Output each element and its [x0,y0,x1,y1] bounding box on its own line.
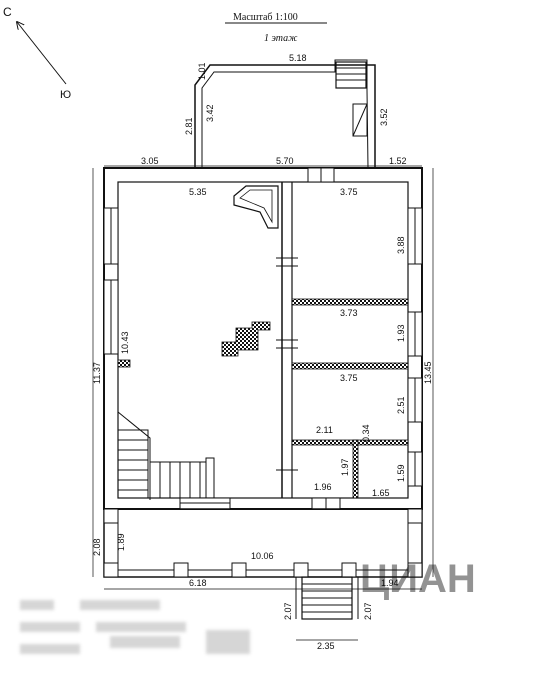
compass-arrow [17,22,67,85]
dim-porch-right: 3.52 [379,108,389,126]
blurred-info-6 [110,636,180,648]
house-walls [103,167,423,510]
watermark: ЦИАН [360,557,476,601]
porch-outline [194,64,376,168]
plan-header: Масштаб 1:100 1 этаж [225,12,327,44]
dim-room2-height: 2.51 [396,396,406,414]
terrace-stairs [295,576,359,620]
porch [194,59,376,169]
dim-terrace-outer: 2.08 [92,538,102,556]
dim-terrace-bottom-left: 6.18 [189,578,207,588]
terrace [103,508,423,620]
dim-small1-height: 1.97 [340,458,350,476]
dim-terrace-bottom-right: 1.94 [381,578,399,588]
dim-porch-left-inner: 3.42 [205,104,215,122]
partition-3 [291,439,409,446]
dim-corridor-width: 3.73 [340,308,358,318]
dim-top-mid: 5.70 [276,156,294,166]
compass: С Ю [3,5,71,101]
dim-top-right: 1.52 [389,156,407,166]
partition-4 [352,439,359,499]
partition-1 [291,298,409,306]
floor-label: 1 этаж [264,33,298,44]
blurred-info-1 [20,600,54,610]
compass-north: С [3,5,12,19]
blurred-info-4 [96,622,186,632]
dim-stair-left: 2.07 [283,602,293,620]
dim-porch-left-outer: 2.81 [184,117,194,135]
dimension-lines [92,165,434,641]
dim-stair-width: 2.35 [317,641,335,651]
porch-door [352,103,368,137]
blurred-info-3 [20,622,80,632]
dim-small1-bottom: 1.96 [314,482,332,492]
partition-2 [291,362,409,370]
blurred-info-5 [20,644,80,654]
stove [233,185,279,229]
scale-label: Масштаб 1:100 [233,12,298,23]
dim-hall-height: 10.43 [120,331,130,354]
dim-left-total: 11.37 [92,362,102,384]
dim-porch-top: 5.18 [289,53,307,63]
hall-column [221,321,271,357]
inner-wall [117,181,409,499]
dim-room1-height: 3.88 [396,236,406,254]
dim-room1-width: 3.75 [340,187,358,197]
dim-room2-width: 3.75 [340,373,358,383]
blurred-info-2 [80,600,160,610]
dim-stair-right: 2.07 [363,602,373,620]
dim-right-total: 13.45 [423,361,433,384]
dim-small2-height: 1.59 [396,464,406,482]
dim-small1-width: 2.11 [316,425,333,435]
dim-small-gap: 0.34 [361,424,371,442]
blurred-info-7 [206,630,250,654]
dim-terrace-inner: 1.89 [116,533,126,551]
internal-stairs [117,411,215,500]
dim-top-left: 3.05 [141,156,159,166]
dim-corridor-height: 1.93 [396,324,406,342]
dim-terrace-width: 10.06 [251,551,274,561]
dim-porch-corner: 1.01 [197,62,207,80]
dimension-labels: 5.18 1.01 2.81 3.42 3.52 3.05 5.70 1.52 … [92,53,433,651]
porch-stairs [335,61,367,89]
dim-small2-bottom: 1.65 [372,488,390,498]
compass-south: Ю [60,89,71,101]
dim-hall-width: 5.35 [189,187,207,197]
